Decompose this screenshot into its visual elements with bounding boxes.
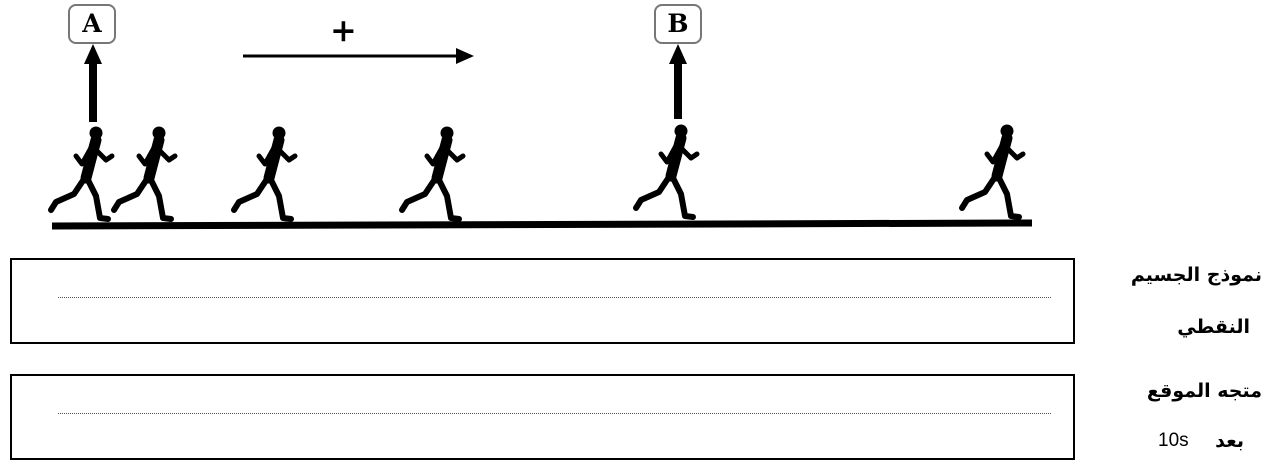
answer-box-position-vector[interactable] <box>10 374 1075 460</box>
point-a-arrow <box>84 44 102 122</box>
runner-figure <box>962 125 1023 218</box>
answer-box-particle-model[interactable] <box>10 258 1075 344</box>
answer-dotted-line <box>58 413 1051 414</box>
runner-figure <box>402 127 463 220</box>
runner-figure <box>636 125 697 218</box>
point-b-arrow <box>669 44 687 119</box>
particle-model-label-line2: النقطي <box>1177 316 1250 338</box>
answer-dotted-line <box>58 297 1051 298</box>
position-vector-label-line1: متجه الموقع <box>1146 380 1262 402</box>
runner-figure <box>51 127 112 220</box>
runner-figure <box>234 127 295 220</box>
positive-direction-arrow <box>243 48 474 64</box>
ground-line <box>51 219 1033 230</box>
point-a-label: A <box>68 4 116 44</box>
position-vector-after-word: بعد <box>1215 430 1244 452</box>
point-b-label: B <box>654 4 702 44</box>
particle-model-label-line1: نموذج الجسيم <box>1130 264 1262 286</box>
positive-sign: + <box>330 11 357 49</box>
position-vector-time: 10s <box>1158 430 1189 451</box>
runner-figure <box>114 127 175 220</box>
